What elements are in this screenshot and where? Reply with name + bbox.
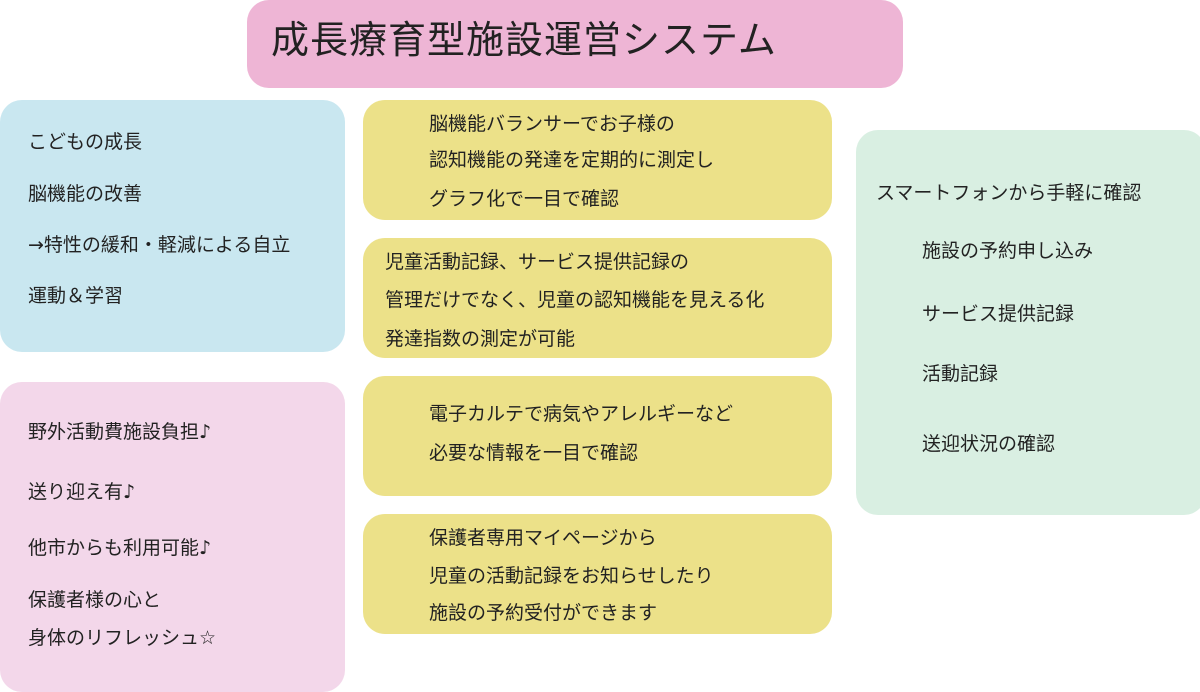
feature-box-karte: 電子カルテで病気やアレルギーなど 必要な情報を一目で確認	[363, 376, 832, 496]
benefit-line: 送り迎え有♪	[28, 481, 136, 503]
feature-line: 管理だけでなく、児童の認知機能を見える化	[385, 289, 765, 311]
feature-line: 施設の予約受付ができます	[429, 602, 658, 624]
feature-line: グラフ化で一目で確認	[429, 188, 620, 210]
benefit-line: 他市からも利用可能♪	[28, 537, 212, 559]
feature-line: 脳機能バランサーでお子様の	[429, 113, 675, 135]
growth-line: 運動＆学習	[28, 285, 124, 307]
feature-line: 児童活動記録、サービス提供記録の	[385, 251, 690, 273]
feature-line: 児童の活動記録をお知らせしたり	[429, 565, 714, 587]
feature-box-brain: 脳機能バランサーでお子様の 認知機能の発達を定期的に測定し グラフ化で一目で確認	[363, 100, 832, 220]
smartphone-item: 施設の予約申し込み	[922, 240, 1094, 262]
benefits-box: 野外活動費施設負担♪ 送り迎え有♪ 他市からも利用可能♪ 保護者様の心と 身体の…	[0, 382, 345, 692]
benefit-line: 保護者様の心と	[28, 589, 162, 611]
smartphone-item: 活動記録	[922, 363, 999, 385]
growth-box: こどもの成長 脳機能の改善 →特性の緩和・軽減による自立 運動＆学習	[0, 100, 345, 352]
smartphone-heading: スマートフォンから手軽に確認	[876, 182, 1142, 204]
growth-line: 脳機能の改善	[28, 183, 143, 205]
feature-line: 保護者専用マイページから	[429, 527, 657, 549]
feature-line: 認知機能の発達を定期的に測定し	[429, 149, 715, 171]
smartphone-box: スマートフォンから手軽に確認 施設の予約申し込み サービス提供記録 活動記録 送…	[856, 130, 1200, 515]
title-box: 成長療育型施設運営システム	[247, 0, 903, 88]
benefit-line: 身体のリフレッシュ☆	[28, 627, 217, 649]
page-title: 成長療育型施設運営システム	[271, 18, 777, 62]
growth-line: →特性の緩和・軽減による自立	[28, 234, 291, 256]
smartphone-item: 送迎状況の確認	[922, 433, 1056, 455]
feature-line: 必要な情報を一目で確認	[429, 442, 639, 464]
smartphone-item: サービス提供記録	[922, 303, 1075, 325]
feature-box-mypage: 保護者専用マイページから 児童の活動記録をお知らせしたり 施設の予約受付ができま…	[363, 514, 832, 634]
feature-line: 発達指数の測定が可能	[385, 328, 576, 350]
benefit-line: 野外活動費施設負担♪	[28, 421, 212, 443]
feature-line: 電子カルテで病気やアレルギーなど	[429, 403, 734, 425]
feature-box-records: 児童活動記録、サービス提供記録の 管理だけでなく、児童の認知機能を見える化 発達…	[363, 238, 832, 358]
growth-line: こどもの成長	[28, 131, 143, 153]
